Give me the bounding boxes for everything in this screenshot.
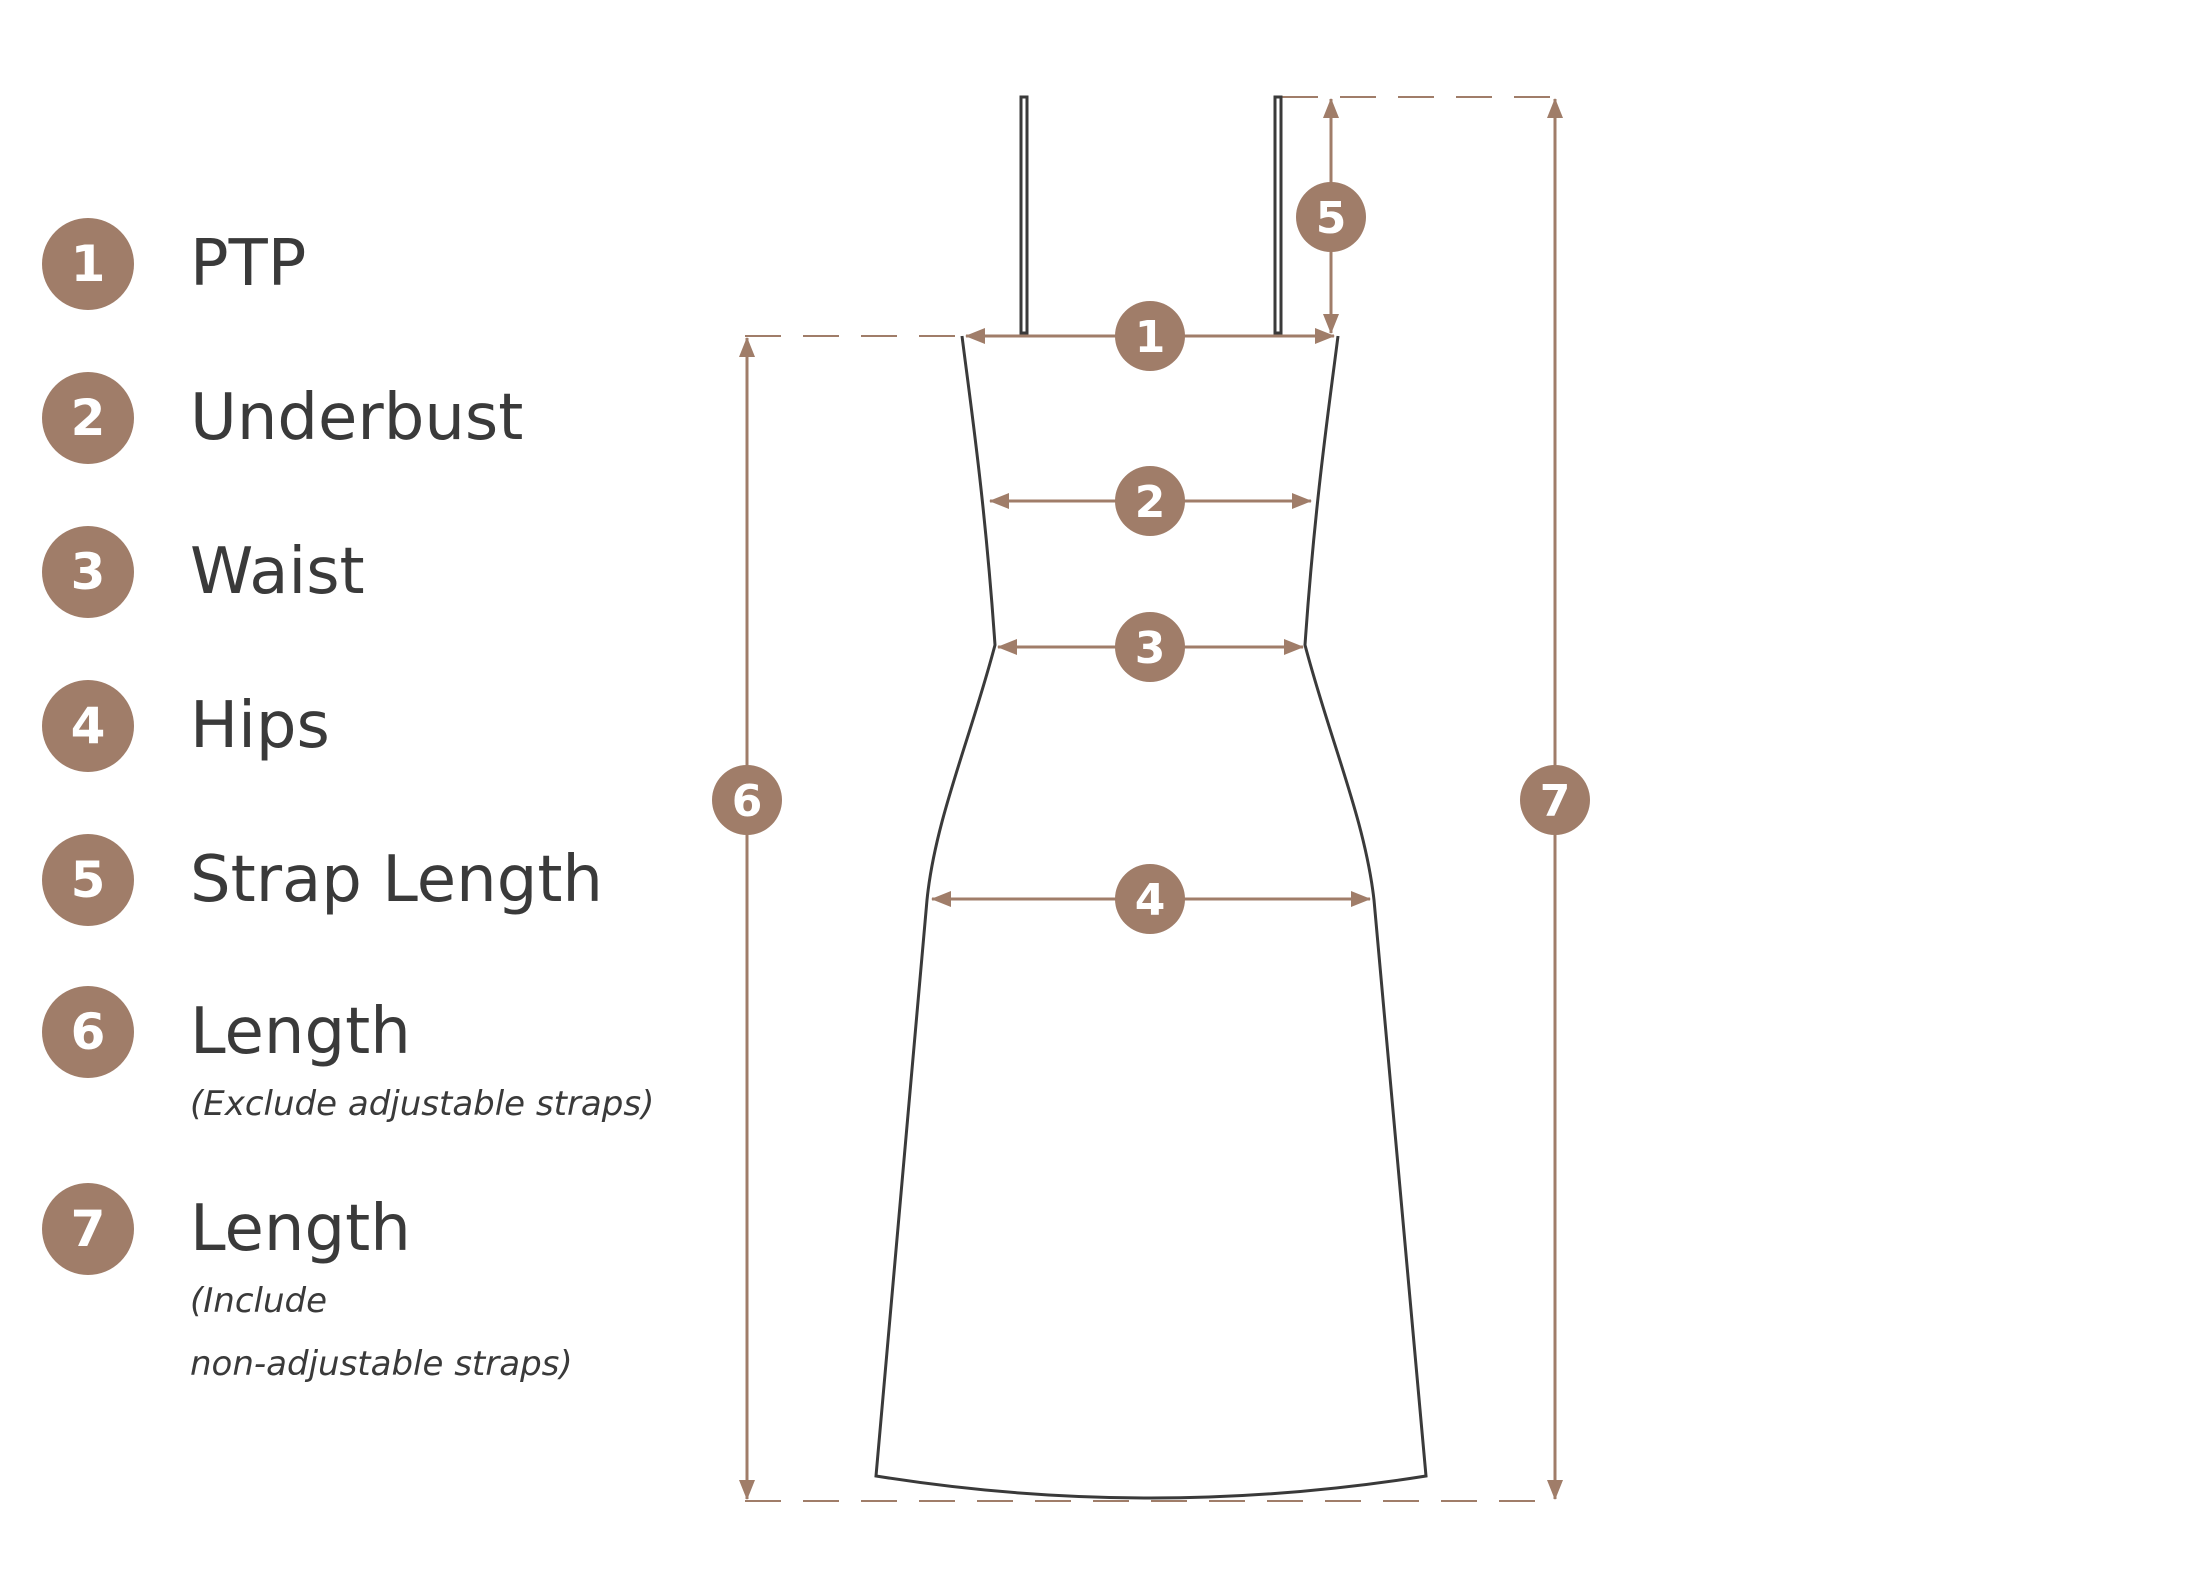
legend-label: Length <box>190 1192 411 1266</box>
legend-badge: 2 <box>42 372 134 464</box>
legend-label: Length <box>190 995 411 1069</box>
marker-ptp: 1 <box>1115 301 1185 371</box>
legend-note-line-1: (Include <box>190 1281 328 1321</box>
marker-circle <box>1296 182 1366 252</box>
legend-badge: 4 <box>42 680 134 772</box>
marker-number: 4 <box>1135 875 1166 926</box>
marker-circle <box>1115 466 1185 536</box>
marker-number: 7 <box>1540 776 1571 827</box>
legend-note-line-2: non-adjustable straps) <box>190 1344 573 1384</box>
marker-number: 5 <box>1316 193 1347 244</box>
marker-circle <box>1115 612 1185 682</box>
measurement-legend: 1 PTP 2 Underbust 3 Waist 4 Hips 5 Strap… <box>0 0 700 1579</box>
marker-circle <box>1520 765 1590 835</box>
marker-number: 1 <box>1135 312 1166 363</box>
legend-badge: 5 <box>42 834 134 926</box>
legend-badge: 1 <box>42 218 134 310</box>
marker-circle <box>1115 301 1185 371</box>
dress-body <box>874 335 1428 1500</box>
legend-label: PTP <box>190 227 307 301</box>
marker-number: 3 <box>1135 623 1166 674</box>
legend-label: Underbust <box>190 381 524 455</box>
left-strap <box>1019 95 1029 335</box>
legend-badge: 6 <box>42 986 134 1078</box>
legend-label: Strap Length <box>190 843 603 917</box>
dashed-guides <box>745 96 1553 1502</box>
legend-note: (Exclude adjustable straps) <box>190 1084 655 1124</box>
marker-length-exclude: 6 <box>712 765 782 835</box>
marker-number: 6 <box>732 776 763 827</box>
marker-number: 2 <box>1135 477 1166 528</box>
legend-badge: 3 <box>42 526 134 618</box>
marker-strap-length: 5 <box>1296 182 1366 252</box>
marker-circle <box>712 765 782 835</box>
right-strap <box>1273 95 1283 335</box>
marker-hips: 4 <box>1115 864 1185 934</box>
legend-label: Waist <box>190 535 365 609</box>
marker-underbust: 2 <box>1115 466 1185 536</box>
marker-circle <box>1115 864 1185 934</box>
marker-length-include: 7 <box>1520 765 1590 835</box>
legend-label: Hips <box>190 689 330 763</box>
marker-waist: 3 <box>1115 612 1185 682</box>
legend-badge: 7 <box>42 1183 134 1275</box>
